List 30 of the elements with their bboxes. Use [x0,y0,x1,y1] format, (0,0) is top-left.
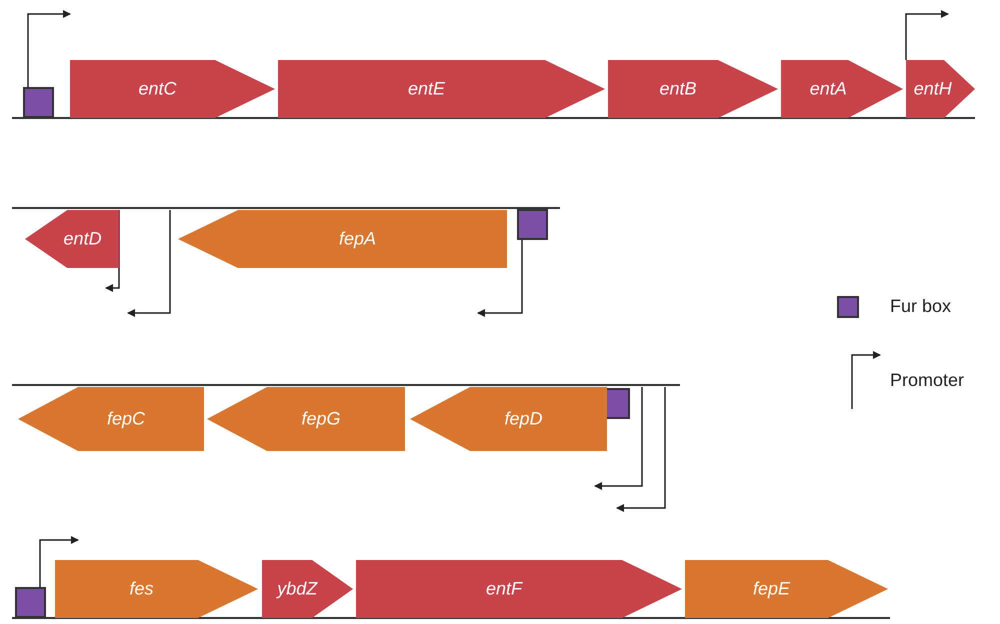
gene-segment [906,60,975,118]
legend-label: Promoter [890,370,964,391]
gene-segment [685,560,888,618]
gene-name: fepA [338,228,378,250]
gene-segment [356,560,682,618]
gene-segment [18,387,204,451]
gene-name: entF [484,578,524,600]
gene-name: entH [912,78,953,100]
gene-segment [410,387,607,451]
gene-name: fepD [503,408,544,430]
gene-segment [278,60,605,118]
gene-segment [262,560,353,618]
gene-segment [178,210,507,268]
gene-name: fepC [106,408,146,430]
legend-label: Fur box [890,296,952,317]
gene-name: entA [808,78,848,100]
gene-name: entB [658,78,698,100]
gene-name: fes [128,578,154,600]
gene-segment [25,210,119,268]
gene-name: entC [137,78,178,100]
gene-name: fepG [300,408,342,430]
gene-segment [70,60,275,118]
gene-name: fepE [752,578,792,600]
gene-segment [55,560,258,618]
gene-name: entD [62,228,103,250]
gene-name: ybdZ [275,578,319,600]
gene-name: entE [406,78,446,100]
gene-segment [608,60,778,118]
gene-segment [207,387,405,451]
gene-segment [781,60,903,118]
